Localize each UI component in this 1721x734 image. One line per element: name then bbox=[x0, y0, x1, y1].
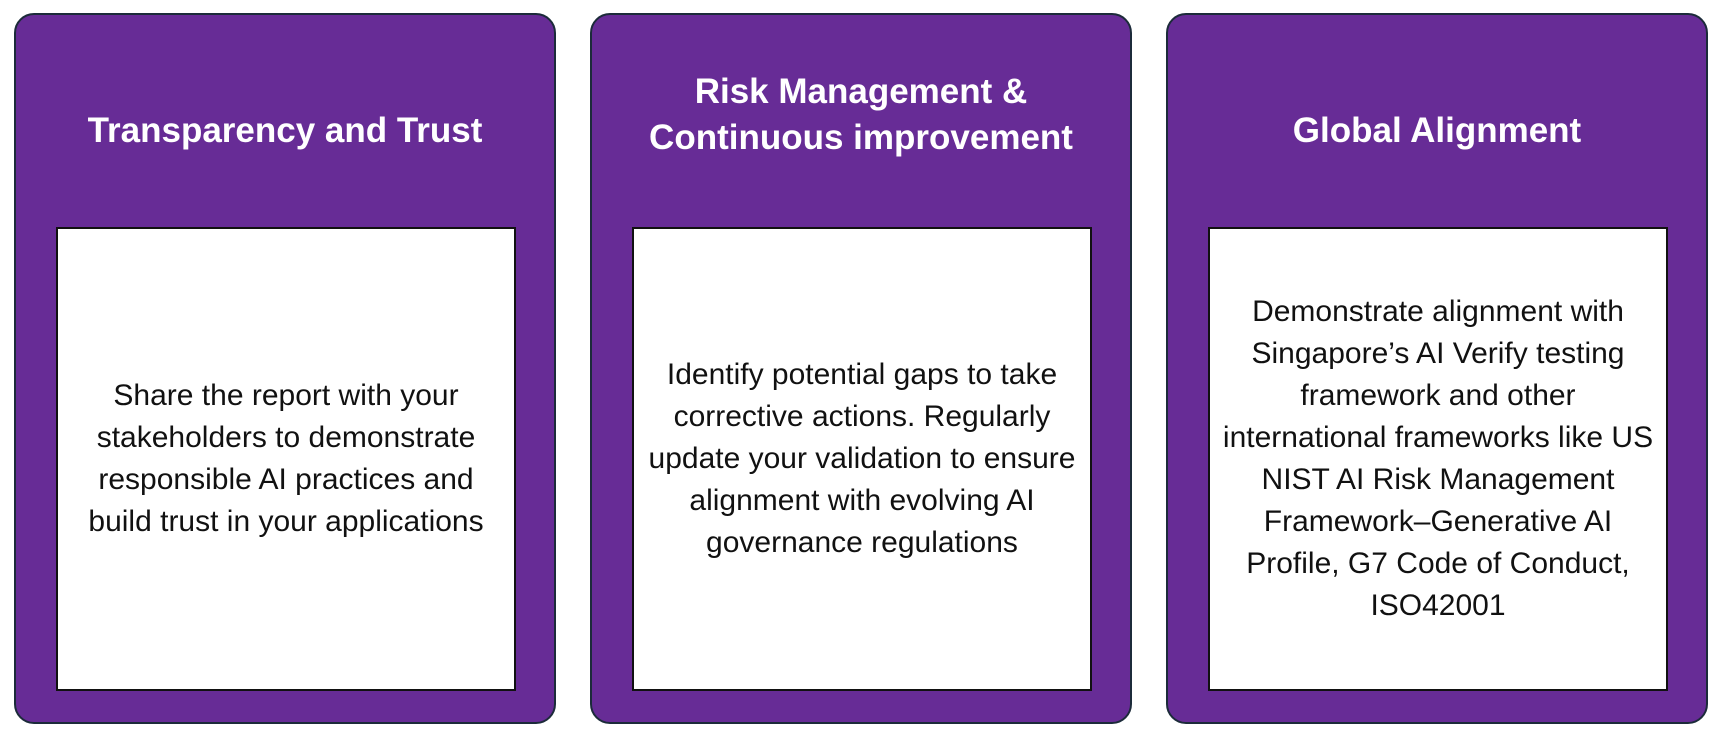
card-description: Identify potential gaps to take correcti… bbox=[648, 358, 1076, 559]
card-description: Demonstrate alignment with Singapore’s A… bbox=[1222, 295, 1654, 622]
card-global-alignment: Global Alignment Demonstrate alignment w… bbox=[1166, 13, 1708, 724]
card-header: Global Alignment bbox=[1168, 45, 1706, 217]
card-body-box: Share the report with your stakeholders … bbox=[56, 227, 516, 691]
card-header: Transparency and Trust bbox=[16, 45, 554, 217]
card-title: Global Alignment bbox=[1292, 111, 1582, 150]
card-title: Risk Management & Continuous improvement bbox=[649, 72, 1073, 157]
card-body-box: Demonstrate alignment with Singapore’s A… bbox=[1208, 227, 1668, 691]
card-description: Share the report with your stakeholders … bbox=[88, 379, 484, 538]
card-title: Transparency and Trust bbox=[87, 111, 483, 150]
card-transparency-and-trust: Transparency and Trust Share the report … bbox=[14, 13, 556, 724]
card-risk-management: Risk Management & Continuous improvement… bbox=[590, 13, 1132, 724]
card-body-box: Identify potential gaps to take correcti… bbox=[632, 227, 1092, 691]
card-header: Risk Management & Continuous improvement bbox=[592, 15, 1130, 215]
